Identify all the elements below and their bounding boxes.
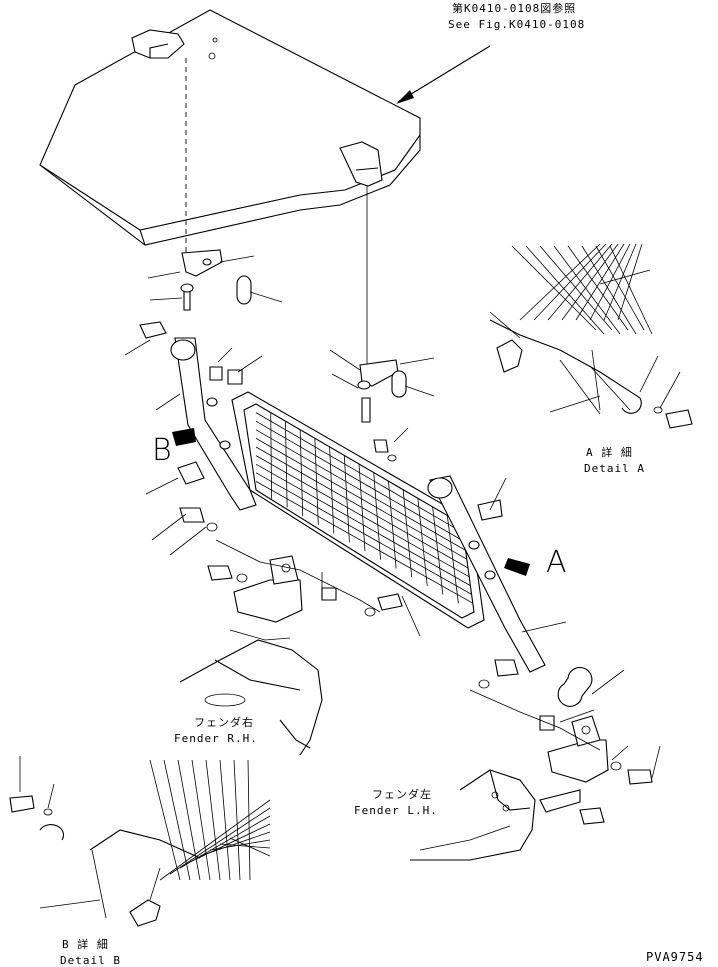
detail-a-mesh-line <box>533 243 607 321</box>
fender-lh-sketch <box>410 769 581 861</box>
detail-b-mesh-line <box>199 831 271 857</box>
screen-mesh-line <box>255 446 469 569</box>
reference-arrow <box>396 45 491 104</box>
canopy-roof-panel <box>39 9 421 246</box>
fender-lh-label-jp: フェンダ左 <box>372 788 432 801</box>
detail-b-mesh-line <box>189 823 271 863</box>
right-support-post <box>357 359 546 673</box>
detail-a-mesh-line <box>609 245 653 335</box>
detail-a-mesh-line <box>561 243 619 321</box>
detail-b-mesh-line <box>209 839 271 851</box>
detail-b-label-en: Detail B <box>60 954 121 967</box>
fender-rh-label-en: Fender R.H. <box>174 732 258 745</box>
detail-a-mesh-line <box>547 243 613 321</box>
reference-label-en: See Fig.K0410-0108 <box>448 18 586 31</box>
left-support-post <box>139 249 257 532</box>
detail-a-mesh-line <box>595 245 645 331</box>
screen-mesh-line <box>255 420 465 542</box>
leader-lines <box>19 255 681 909</box>
detail-a-mesh-line <box>567 245 629 331</box>
screen-mesh-line <box>255 472 472 595</box>
detail-a-mesh-line <box>617 243 643 321</box>
detail-a-mesh-line <box>589 243 631 321</box>
detail-b-mesh-line <box>219 843 271 849</box>
screen-mesh-line <box>255 463 471 586</box>
detail-a-mesh-line <box>559 359 601 415</box>
detail-b-mesh-line <box>177 759 201 881</box>
detail-b-mesh-line <box>169 807 271 875</box>
detail-b-mesh-line <box>219 759 231 881</box>
detail-b-mesh-line <box>229 837 271 857</box>
detail-a-mesh-line <box>603 243 637 321</box>
detail-a-mesh-line <box>581 245 637 335</box>
detail-a-mesh-line <box>589 365 631 411</box>
fender-lh-label-en: Fender L.H. <box>354 804 438 817</box>
detail-b-mesh-line <box>205 759 221 881</box>
detail-b-mesh-line <box>233 759 241 881</box>
screen-guard <box>231 391 485 629</box>
detail-b-mesh-line <box>149 759 181 881</box>
screen-mesh-line <box>255 412 464 534</box>
detail-b-mesh-line <box>163 759 191 881</box>
view-marker-b: B <box>152 433 172 468</box>
screen-mesh-line <box>255 429 466 551</box>
left-mount-bracket <box>207 539 403 623</box>
drawing-id: PVA9754 <box>646 950 704 964</box>
detail-b-view <box>9 759 271 927</box>
detail-b-mesh-line <box>191 759 211 881</box>
detail-a-mesh-line <box>539 245 613 331</box>
reference-label-jp: 第K0410-0108図参照 <box>452 2 577 15</box>
detail-a-view <box>489 243 693 429</box>
detail-a-mesh-line <box>525 245 605 335</box>
detail-b-mesh-line <box>247 759 251 881</box>
detail-a-mesh-line <box>553 245 621 335</box>
view-marker-a: A <box>546 545 567 580</box>
detail-a-label-en: Detail A <box>584 462 645 475</box>
right-mount-bracket <box>469 659 653 825</box>
fender-rh-sketch <box>179 629 323 756</box>
detail-b-label-jp: B 詳 細 <box>62 938 109 951</box>
screen-mesh-line <box>255 438 467 560</box>
fender-rh-label-jp: フェンダ右 <box>194 716 254 729</box>
detail-a-label-jp: A 詳 細 <box>586 446 633 459</box>
screen-mesh-line <box>255 481 473 604</box>
screen-mesh-line <box>255 455 470 578</box>
detail-a-mesh-line <box>519 243 601 321</box>
detail-a-mesh-line <box>575 243 625 321</box>
